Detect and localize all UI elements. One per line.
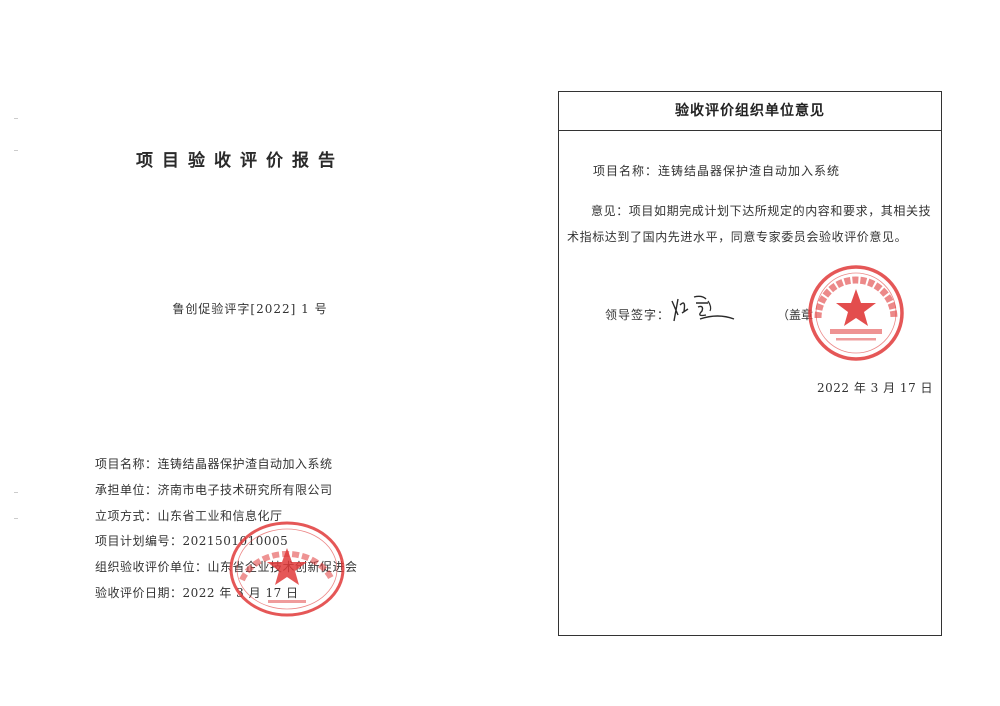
opinion-text: 意见：项目如期完成计划下达所规定的内容和要求，其相关技术指标达到了国内先进水平，… (567, 204, 932, 244)
info-row-undertaker: 承担单位：济南市电子技术研究所有限公司 (95, 481, 358, 507)
scan-mark (14, 150, 18, 151)
info-row-project-name: 项目名称：连铸结晶器保护渣自动加入系统 (95, 455, 358, 481)
info-label: 项目计划编号： (95, 534, 183, 549)
seal-stamp-icon (808, 265, 904, 361)
info-label: 承担单位： (95, 482, 158, 497)
opinion-box: 验收评价组织单位意见 项目名称：连铸结晶器保护渣自动加入系统 意见：项目如期完成… (558, 91, 942, 636)
official-seal-left (228, 520, 346, 618)
official-seal-right (806, 263, 906, 363)
report-cover-page: 项目验收评价报告 鲁创促验评字[2022] 1 号 项目名称：连铸结晶器保护渣自… (14, 118, 358, 610)
signature-icon (671, 295, 735, 322)
signature-label: 领导签字： (605, 308, 671, 322)
report-info-list: 项目名称：连铸结晶器保护渣自动加入系统 承担单位：济南市电子技术研究所有限公司 … (95, 455, 358, 610)
scan-mark (14, 492, 18, 493)
report-title: 项目验收评价报告 (136, 151, 344, 171)
scan-mark (14, 118, 18, 119)
info-value: 连铸结晶器保护渣自动加入系统 (157, 457, 333, 471)
opinion-box-header: 验收评价组织单位意见 (559, 92, 941, 131)
scan-mark (14, 518, 18, 519)
info-value: 山东省工业和信息化厅 (157, 508, 283, 523)
info-value: 济南市电子技术研究所有限公司 (157, 482, 333, 497)
info-row-plan-number: 项目计划编号：2021501010005 (95, 532, 358, 558)
handwritten-signature (668, 293, 740, 331)
seal-stamp-icon (229, 521, 345, 617)
document-number: 鲁创促验评字[2022] 1 号 (172, 302, 328, 316)
info-value: 2021501010005 (182, 534, 289, 549)
info-row-approval-method: 立项方式：山东省工业和信息化厅 (95, 507, 358, 533)
opinion-date: 2022 年 3 月 17 日 (817, 381, 934, 395)
opinion-project-name: 项目名称：连铸结晶器保护渣自动加入系统 (593, 164, 841, 178)
info-label: 立项方式： (95, 508, 158, 523)
info-label: 组织验收评价单位： (95, 560, 208, 575)
seal-label: （盖章 (777, 308, 814, 322)
info-label: 项目名称： (95, 457, 158, 471)
info-label: 验收评价日期： (95, 585, 183, 600)
